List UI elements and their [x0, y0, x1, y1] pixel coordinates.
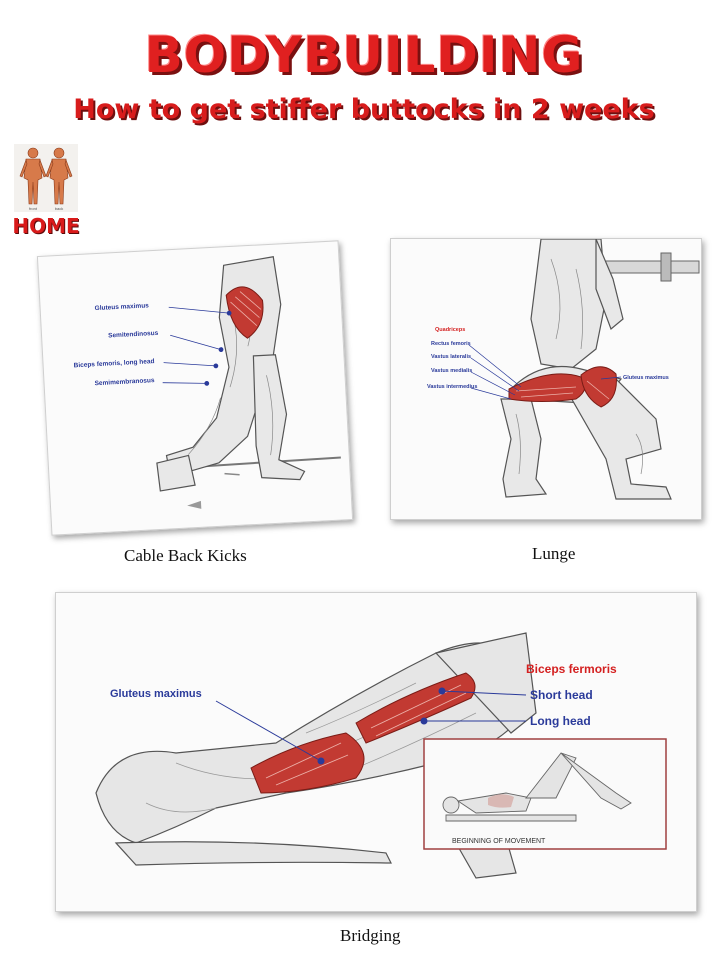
home-link[interactable]: front back HOME: [10, 144, 82, 240]
caption-lunge: Lunge: [532, 544, 576, 563]
home-label: HOME: [12, 214, 80, 238]
cable-back-kicks-image: Gluteus maximus Semitendinosus Biceps fe…: [36, 240, 354, 536]
label-long-head: Long head: [530, 714, 591, 728]
page-subtitle: How to get stiffer buttocks in 2 weeks: [73, 94, 655, 125]
label-vastus-lateralis: Vastus lateralis: [431, 354, 471, 360]
label-rectus-femoris: Rectus femoris: [431, 341, 471, 347]
page-title: BODYBUILDING: [144, 26, 584, 84]
label-biceps-femoris: Biceps femoris, long head: [73, 358, 154, 369]
caption-bridging: Bridging: [340, 926, 401, 945]
label-vastus-medialis: Vastus medialis: [431, 368, 472, 374]
inset-caption: BEGINNING OF MOVEMENT: [452, 838, 546, 845]
caption-cable-back-kicks: Cable Back Kicks: [124, 546, 247, 565]
label-biceps-fermoris: Biceps fermoris: [526, 662, 617, 676]
label-gluteus-maximus: Gluteus maximus: [95, 302, 150, 312]
anatomy-figures-icon: front back: [14, 144, 78, 212]
label-semitendinosus: Semitendinosus: [108, 330, 159, 340]
lunge-image: Quadriceps Rectus femoris Vastus lateral…: [390, 238, 702, 520]
svg-text:back: back: [55, 206, 63, 211]
label-bridging-gluteus: Gluteus maximus: [110, 688, 202, 700]
svg-text:front: front: [29, 206, 38, 211]
label-short-head: Short head: [530, 688, 593, 702]
label-semimembranosus: Semimembranosus: [94, 377, 155, 387]
label-vastus-intermedius: Vastus intermedius: [427, 384, 477, 390]
beginning-of-movement-inset: BEGINNING OF MOVEMENT: [423, 738, 667, 850]
label-quadriceps: Quadriceps: [435, 327, 465, 333]
bridging-image: Gluteus maximus Biceps fermoris Short he…: [55, 592, 697, 912]
label-lunge-gluteus: Gluteus maximus: [623, 375, 669, 381]
